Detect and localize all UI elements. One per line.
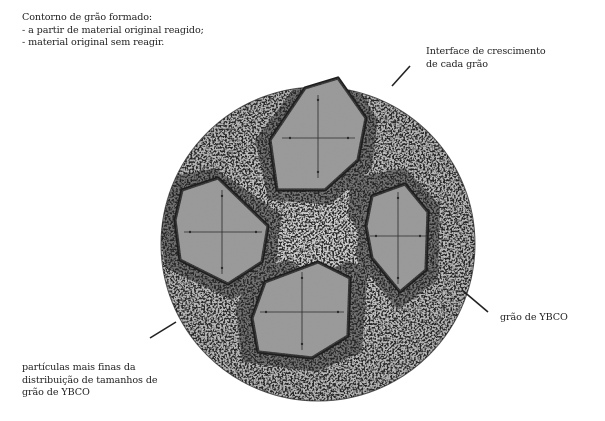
- fine-particles-label: partículas mais finas da distribuição de…: [22, 362, 157, 400]
- particles-leader: [150, 322, 176, 338]
- growth-interface-line-2: de cada grão: [426, 59, 546, 72]
- fine-particles-line-3: grão de YBCO: [22, 387, 157, 400]
- ybco-grain-line-1: grão de YBCO: [500, 312, 568, 325]
- growth-interface-line-1: Interface de crescimento: [426, 46, 546, 59]
- fine-particles-line-2: distribuição de tamanhos de: [22, 375, 157, 388]
- growth-interface-leader: [392, 66, 410, 86]
- grain-boundary-title: Contorno de grão formado:: [22, 12, 204, 25]
- grain-boundary-label: Contorno de grão formado: - a partir de …: [22, 12, 204, 50]
- grain-boundary-line-1: - a partir de material original reagido;: [22, 25, 204, 38]
- growth-interface-label: Interface de crescimento de cada grão: [426, 46, 546, 71]
- grain-boundary-line-2: - material original sem reagir.: [22, 37, 204, 50]
- ybco-grain-label: grão de YBCO: [500, 312, 568, 325]
- grain-leader: [462, 290, 488, 312]
- fine-particles-line-1: partículas mais finas da: [22, 362, 157, 375]
